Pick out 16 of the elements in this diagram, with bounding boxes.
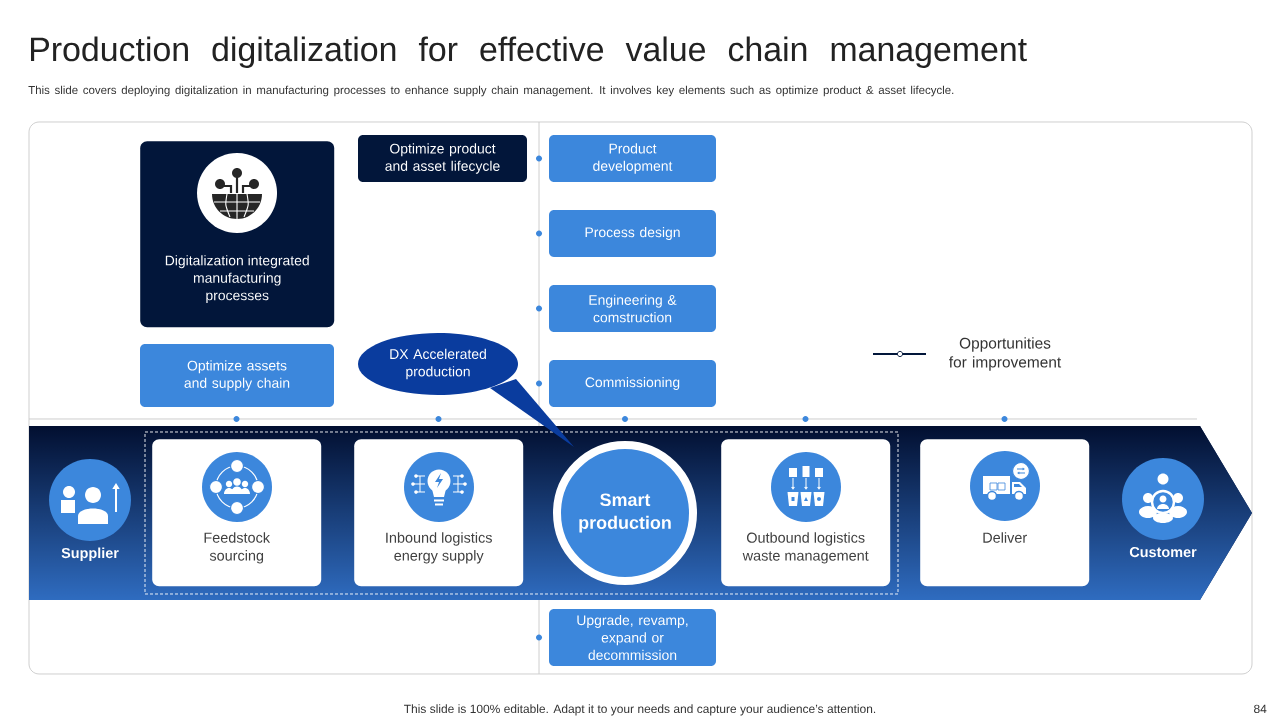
icon-label: Supplier [61,547,119,561]
process-box: Commissioning [549,360,716,407]
process-box: Product development [549,135,716,182]
process-box: Engineering & comstruction [549,285,716,332]
process-box: Process design [549,210,716,257]
process-box: Upgrade, revamp, expand or decommission [549,609,716,666]
heading-box: Optimize product and asset lifecycle [358,135,527,182]
legend-text: Opportunities for improvement [949,337,1062,371]
footer-note: This slide is 100% editable. Adapt it to your needs and capture your audience’s attention. [404,704,876,716]
speech-bubble: DX Accelerated production [358,333,574,447]
icon-label: Customer [1129,546,1197,558]
process-box: Optimize assets and supply chain [140,344,334,407]
subtitle: This slide covers deploying digitalization in manufacturing processes to enhance supply chain management. It involves key elements such as optimize product & asset lifecycle. [28,85,954,97]
page-number: 84 [1254,704,1267,714]
slide-title: Production digitalization for effective value chain management [31,36,1027,68]
dashed-frame [144,431,899,595]
